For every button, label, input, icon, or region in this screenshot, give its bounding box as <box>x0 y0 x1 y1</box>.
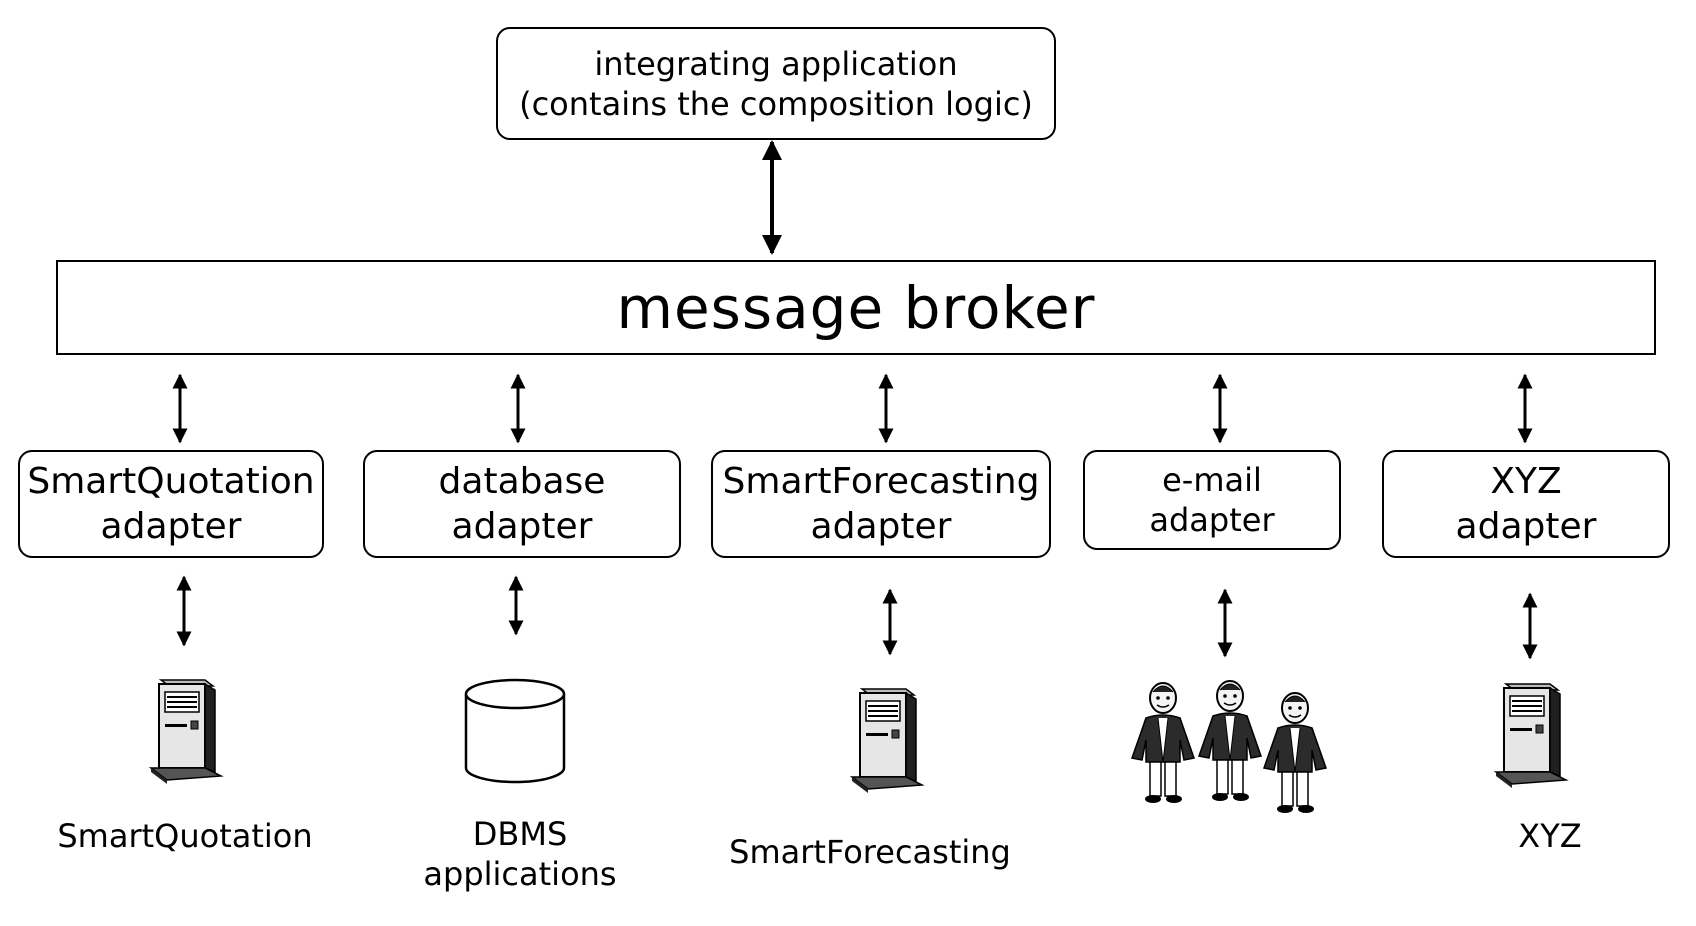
system-caption-line: XYZ <box>1518 817 1582 855</box>
adapter-label: adapter <box>100 506 242 547</box>
adapter-name: XYZ <box>1490 461 1562 502</box>
adapter-name: e-mail <box>1162 461 1262 499</box>
adapter-label: adapter <box>451 506 593 547</box>
adapter-name: SmartForecasting <box>722 461 1040 502</box>
database-icon <box>464 678 566 784</box>
smartforecasting-adapter-box: SmartForecasting adapter <box>711 450 1051 558</box>
message-broker-box: message broker <box>56 260 1656 355</box>
adapter-label: adapter <box>1455 506 1597 547</box>
database-adapter-box: database adapter <box>363 450 681 558</box>
integrating-application-title: integrating application <box>594 44 958 83</box>
people-icon <box>1131 680 1327 814</box>
integrating-application-box: integrating application (contains the co… <box>496 27 1056 140</box>
email-adapter-box: e-mail adapter <box>1083 450 1341 550</box>
adapter-label: adapter <box>1149 501 1275 539</box>
system-caption-smartforecasting: SmartForecasting <box>720 832 1020 872</box>
message-broker-label: message broker <box>616 273 1096 342</box>
server-icon <box>851 688 923 794</box>
system-caption-xyz: XYZ <box>1500 816 1600 856</box>
system-caption-line: applications <box>423 855 617 893</box>
adapter-name: database <box>438 461 606 502</box>
integrating-application-subtitle: (contains the composition logic) <box>519 84 1033 123</box>
server-icon <box>150 679 222 785</box>
system-caption-smartquotation: SmartQuotation <box>40 816 330 856</box>
adapter-name: SmartQuotation <box>27 461 315 502</box>
system-caption-line: SmartQuotation <box>57 817 313 855</box>
smartquotation-adapter-box: SmartQuotation adapter <box>18 450 324 558</box>
server-icon <box>1495 683 1567 789</box>
xyz-adapter-box: XYZ adapter <box>1382 450 1670 558</box>
system-caption-line: SmartForecasting <box>729 833 1011 871</box>
adapter-label: adapter <box>810 506 952 547</box>
system-caption-dbms: DBMS applications <box>400 814 640 894</box>
system-caption-line: DBMS <box>472 815 568 853</box>
